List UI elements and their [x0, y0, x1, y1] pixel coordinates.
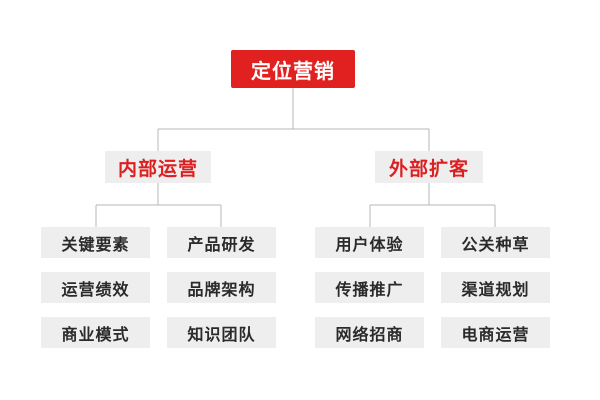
leaf-label: 商业模式 — [61, 324, 130, 344]
leaf-node: 传播推广 — [315, 272, 424, 303]
leaf-label: 公关种草 — [461, 234, 530, 254]
leaf-node: 公关种草 — [441, 227, 550, 258]
leaf-label: 传播推广 — [335, 279, 404, 299]
leaf-label: 用户体验 — [335, 234, 404, 254]
leaf-node: 品牌架构 — [167, 272, 276, 303]
leaf-node: 商业模式 — [41, 317, 150, 348]
branch-label: 外部扩客 — [388, 157, 469, 180]
branch-label: 内部运营 — [117, 157, 198, 180]
leaf-node: 关键要素 — [41, 227, 150, 258]
leaf-node: 渠道规划 — [441, 272, 550, 303]
root-label: 定位营销 — [251, 58, 335, 83]
leaf-label: 产品研发 — [187, 234, 256, 254]
leaf-node: 网络招商 — [315, 317, 424, 348]
leaf-label: 品牌架构 — [187, 279, 256, 299]
branch-node-external: 外部扩客 — [375, 151, 483, 183]
leaf-node: 知识团队 — [167, 317, 276, 348]
leaf-label: 电商运营 — [461, 324, 530, 344]
leaf-node: 电商运营 — [441, 317, 550, 348]
leaf-label: 网络招商 — [335, 324, 404, 344]
leaf-label: 渠道规划 — [461, 279, 530, 299]
branch-node-internal: 内部运营 — [105, 151, 211, 183]
leaf-label: 关键要素 — [61, 234, 130, 254]
leaf-node: 用户体验 — [315, 227, 424, 258]
leaf-node: 运营绩效 — [41, 272, 150, 303]
leaf-label: 运营绩效 — [61, 279, 130, 299]
leaf-node: 产品研发 — [167, 227, 276, 258]
root-node: 定位营销 — [231, 50, 355, 88]
leaf-label: 知识团队 — [187, 324, 256, 344]
